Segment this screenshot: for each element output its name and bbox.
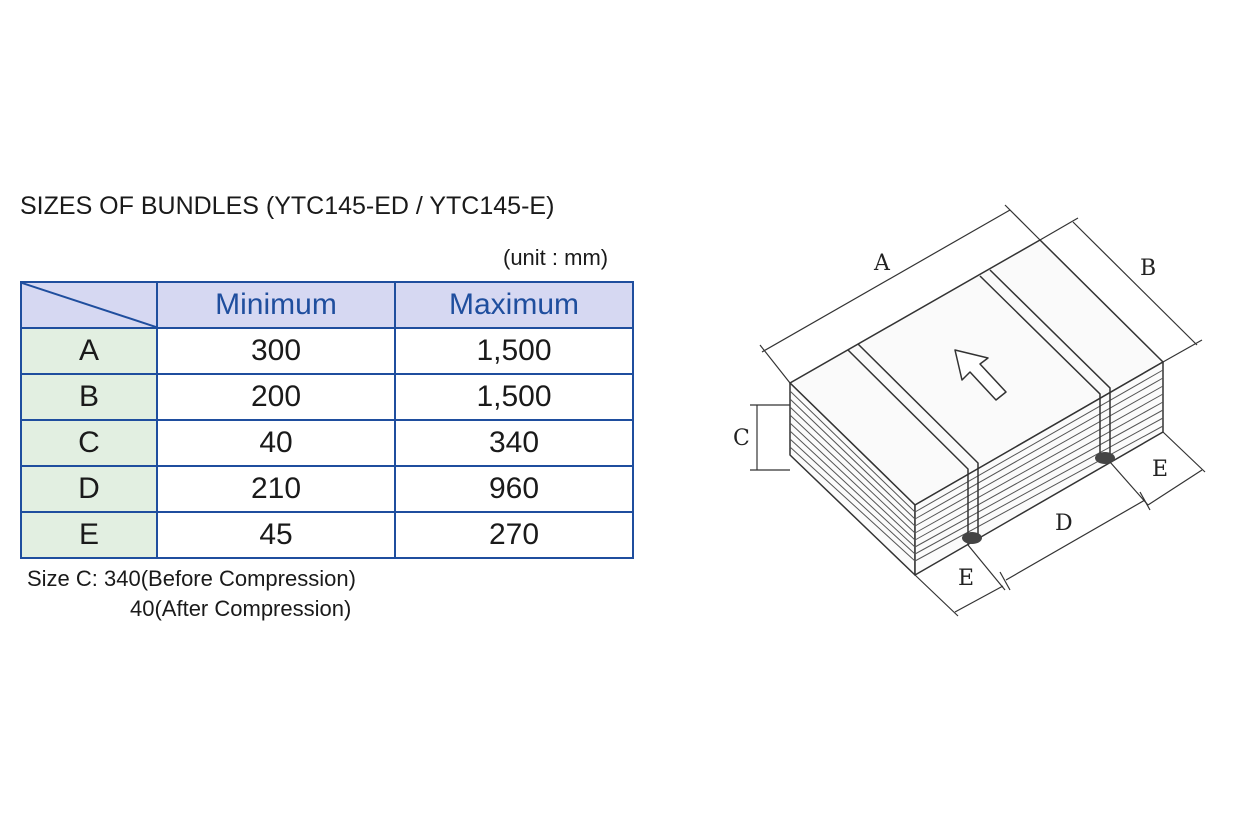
row-label: A [20, 327, 158, 375]
cell-minimum: 200 [156, 373, 396, 421]
dimension-e-front-line [914, 544, 1006, 617]
cell-maximum: 340 [394, 419, 634, 467]
dimension-b-line [1039, 217, 1203, 363]
cell-maximum: 1,500 [394, 327, 634, 375]
side-sheet-lines [914, 369, 1164, 562]
front-sheet-lines [789, 390, 916, 562]
cell-maximum: 270 [394, 511, 634, 559]
table-row: D 210 960 [20, 465, 634, 513]
row-label: B [20, 373, 158, 421]
unit-label: (unit : mm) [503, 245, 609, 270]
row-label: D [20, 465, 158, 513]
row-label: C [20, 419, 158, 467]
dimension-label-e-front: E [958, 566, 974, 591]
strap-bands [847, 269, 1111, 545]
page-title: SIZES OF BUNDLES (YTC145-ED / YTC145-E) [20, 192, 555, 220]
cell-minimum: 45 [156, 511, 396, 559]
dimension-e-side-line [1109, 431, 1206, 506]
table-row: B 200 1,500 [20, 373, 634, 421]
dimension-c-line [750, 404, 790, 471]
table-corner-cell [20, 281, 158, 329]
table-row: A 300 1,500 [20, 327, 634, 375]
cell-minimum: 40 [156, 419, 396, 467]
column-header-maximum: Maximum [394, 281, 634, 329]
note-size-c-before: Size C: 340(Before Compression) [27, 566, 356, 591]
note-size-c-after: 40(After Compression) [130, 596, 352, 621]
dimension-a-line [759, 204, 1041, 384]
cell-maximum: 1,500 [394, 373, 634, 421]
cell-minimum: 210 [156, 465, 396, 513]
table-row: C 40 340 [20, 419, 634, 467]
corner-diagonal [22, 283, 156, 327]
strap-buckles [962, 452, 1115, 544]
table-header-row: Minimum Maximum [20, 281, 634, 329]
column-header-minimum: Minimum [156, 281, 396, 329]
cell-maximum: 960 [394, 465, 634, 513]
bundle-size-table: Minimum Maximum A 300 1,500 B 200 1,500 … [20, 281, 634, 559]
dimension-label-e-side: E [1152, 457, 1168, 482]
dimension-label-c: C [733, 426, 750, 451]
direction-arrow [954, 349, 1007, 401]
row-label: E [20, 511, 158, 559]
dimension-label-b: B [1140, 256, 1156, 281]
dimension-label-d: D [1055, 511, 1073, 536]
cell-minimum: 300 [156, 327, 396, 375]
bundle-diagram: A B C D E E [733, 204, 1206, 617]
dimension-label-a: A [873, 251, 891, 276]
table-row: E 45 270 [20, 511, 634, 559]
